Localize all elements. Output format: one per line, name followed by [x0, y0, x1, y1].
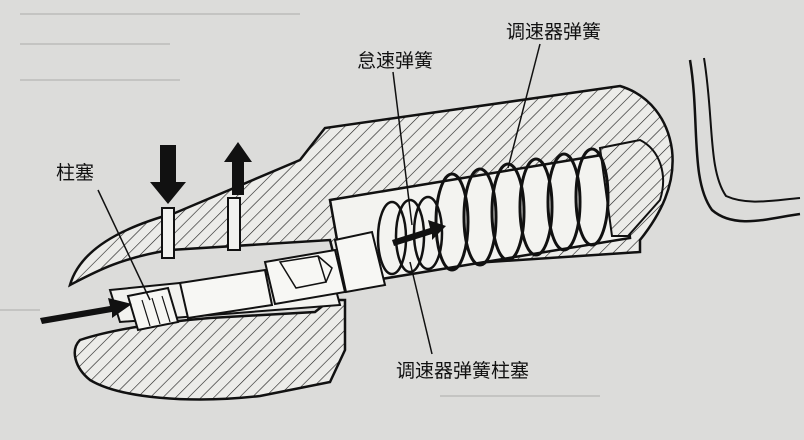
- down-arrow-icon: [150, 145, 186, 204]
- governor-spring-coils: [434, 147, 610, 272]
- label-governor-spring-plunger: 调速器弹簧柱塞: [396, 360, 530, 382]
- governor-spring-plunger-part: [263, 230, 387, 306]
- label-plunger: 柱塞: [56, 162, 95, 184]
- label-governor-spring: 调速器弹簧: [506, 21, 602, 43]
- plunger-part: [126, 268, 274, 332]
- internal-flow-arrow-icon: [392, 220, 446, 246]
- label-idle-spring: 怠速弹簧: [357, 50, 434, 72]
- inlet-arrow-icon: [40, 298, 132, 324]
- outlet-port: [227, 197, 241, 251]
- leader-lines: [97, 43, 541, 355]
- background-page: [0, 13, 600, 397]
- up-arrow-icon: [224, 142, 252, 195]
- inlet-port: [161, 207, 175, 259]
- end-plug: [598, 138, 665, 237]
- cable: [688, 59, 801, 223]
